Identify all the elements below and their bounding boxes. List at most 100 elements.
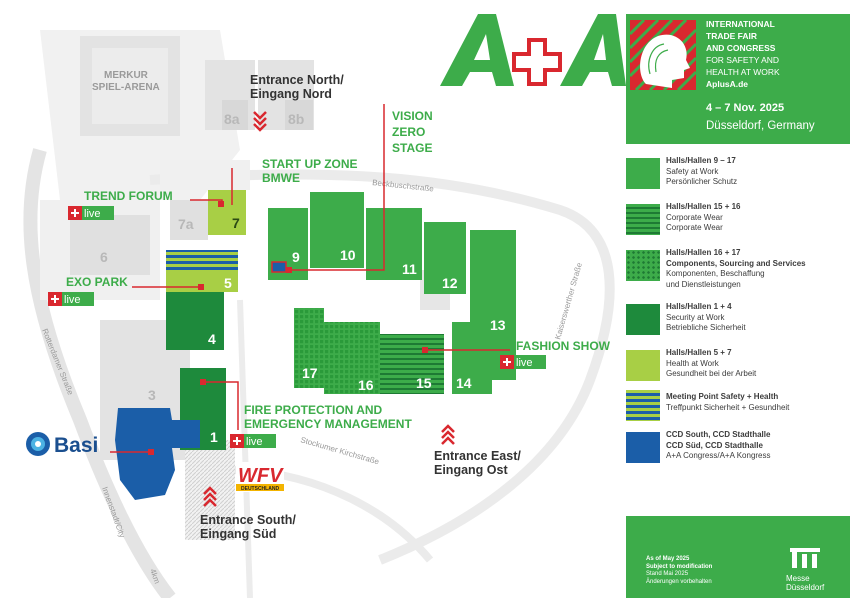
hall-number-1: 1 xyxy=(210,429,218,445)
entrance-chevrons xyxy=(203,111,455,507)
legend-item-components: Halls/Hallen 16 + 17 Components, Sourcin… xyxy=(626,248,850,289)
messe-logo-icon xyxy=(790,548,820,568)
hall-14 xyxy=(452,322,492,394)
wfv-logo: WFV DEUTSCHLAND xyxy=(236,462,284,492)
callout-lines xyxy=(110,104,510,453)
trend-forum-label: TREND FORUM xyxy=(84,189,173,203)
brand-line-1: Messe xyxy=(786,574,810,583)
legend-line-components-1: Components, Sourcing and Services xyxy=(666,258,806,268)
entrance-east-label-1: Entrance East/ xyxy=(434,449,521,463)
footer-panel: As of May 2025 Subject to modification S… xyxy=(626,516,850,598)
legend-swatch-security xyxy=(626,304,660,335)
legend-swatch-corporate-wear xyxy=(626,204,660,235)
legend-item-security: Halls/Hallen 1 + 4 Security at Work Betr… xyxy=(626,302,850,342)
legend-title-corporate-wear: Halls/Hallen 15 + 16 xyxy=(666,202,741,211)
legend-line-safety-2: Persönlicher Schutz xyxy=(666,177,738,186)
street-kaiserswerther: Kaiserswerther Straße xyxy=(553,261,584,341)
legend-item-health: Halls/Hallen 5 + 7 Health at Work Gesund… xyxy=(626,348,850,388)
org-line-1: INTERNATIONAL xyxy=(706,19,775,29)
entrance-north-label-1: Entrance North/ xyxy=(250,73,344,87)
hall-number-13: 13 xyxy=(490,317,506,333)
footer-note-2: Subject to modification xyxy=(646,563,713,570)
callout-dots xyxy=(148,201,428,455)
fire-protection-label-1: FIRE PROTECTION AND xyxy=(244,403,383,417)
legend-title-health: Halls/Hallen 5 + 7 xyxy=(666,348,732,357)
hall-number-12: 12 xyxy=(442,275,458,291)
footer-note-3: Stand Mai 2025 xyxy=(646,571,689,577)
hall-number-8b: 8b xyxy=(288,111,304,127)
live-label-trend: live xyxy=(84,208,101,220)
start-up-zone-label-2: BMWE xyxy=(262,171,300,185)
legend-line-health-1: Health at Work xyxy=(666,358,719,368)
footer-notes: As of May 2025 Subject to modification S… xyxy=(646,556,712,586)
legend-swatch-components xyxy=(626,250,660,281)
halls xyxy=(115,190,516,500)
hall-number-9: 9 xyxy=(292,249,300,265)
org-line-2: TRADE FAIR xyxy=(706,31,757,41)
legend-title-security: Halls/Hallen 1 + 4 xyxy=(666,302,732,311)
organizer-text: INTERNATIONAL TRADE FAIR AND CONGRESS FO… xyxy=(706,18,846,90)
event-city: Düsseldorf, Germany xyxy=(706,120,815,132)
entrance-south-label-2: Eingang Süd xyxy=(200,527,276,541)
org-line-5: HEALTH AT WORK xyxy=(706,67,780,77)
basi-logo: Basi xyxy=(26,432,98,457)
legend-title-meeting-point: Meeting Point Safety + Health xyxy=(666,392,779,401)
legend-line-corporate-wear-1: Corporate Wear xyxy=(666,212,723,222)
live-badge-exo-park: live xyxy=(48,292,94,306)
live-badges: live live live live xyxy=(48,206,546,448)
legend-line-corporate-wear-2: Corporate Wear xyxy=(666,223,723,232)
legend-line-security-2: Betriebliche Sicherheit xyxy=(666,323,746,332)
hall-number-6: 6 xyxy=(100,249,108,265)
hall-number-5: 5 xyxy=(224,275,232,291)
arena-label-1: MERKUR xyxy=(104,70,149,81)
event-dates: 4 – 7 Nov. 2025 xyxy=(706,102,785,114)
website-link[interactable]: AplusA.de xyxy=(706,79,749,89)
hall-number-10: 10 xyxy=(340,247,356,263)
hall-10 xyxy=(310,192,364,268)
legend-swatch-health xyxy=(626,350,660,381)
legend-item-corporate-wear: Halls/Hallen 15 + 16 Corporate Wear Corp… xyxy=(626,202,850,242)
hall-15 xyxy=(380,334,444,394)
basi-wordmark: Basi xyxy=(54,434,98,457)
grey-buildings xyxy=(70,36,450,540)
hall-17 xyxy=(294,308,324,388)
street-stockumer: Stockumer Kirchstraße xyxy=(299,435,380,466)
legend-item-ccd: CCD South, CCD Stadthalle CCD Süd, CCD S… xyxy=(626,430,850,470)
live-badge-trend-forum: live xyxy=(68,206,114,220)
legend-swatch-meeting-point xyxy=(626,390,660,421)
legend-line-components-2: Komponenten, Beschaffung xyxy=(666,269,765,278)
entrance-south-label-1: Entrance South/ xyxy=(200,513,296,527)
legend-line-safety-1: Safety at Work xyxy=(666,166,719,176)
hall-11 xyxy=(366,208,422,280)
legend-item-safety: Halls/Hallen 9 – 17 Safety at Work Persö… xyxy=(626,156,850,196)
footer-note-4: Änderungen vorbehalten xyxy=(646,578,712,585)
legend-item-meeting-point: Meeting Point Safety + Health Treffpunkt… xyxy=(626,388,850,428)
legend-line-components-3: und Dienstleistungen xyxy=(666,279,741,289)
vision-zero-marker xyxy=(271,261,287,273)
live-label-fire: live xyxy=(246,436,263,448)
legend-title-safety: Halls/Hallen 9 – 17 xyxy=(666,156,736,165)
map-labels: Entrance North/ Eingang Nord Entrance Ea… xyxy=(66,73,611,541)
hall-number-4: 4 xyxy=(208,331,216,347)
live-label-fashion: live xyxy=(516,357,533,369)
legend-line-ccd-1: CCD Süd, CCD Stadthalle xyxy=(666,440,763,450)
hall-12 xyxy=(424,222,466,294)
fire-protection-label-2: EMERGENCY MANAGEMENT xyxy=(244,417,412,431)
hall-numbers: 8a 8b 7a 6 3 7 5 4 1 9 10 11 12 13 14 15… xyxy=(100,111,506,445)
exo-park-label: EXO PARK xyxy=(66,275,128,289)
messe-brand: Messe Düsseldorf xyxy=(786,574,824,592)
legend-swatch-safety xyxy=(626,158,660,189)
hall-number-15: 15 xyxy=(416,375,432,391)
hall-4 xyxy=(166,292,224,350)
legend-swatch-ccd xyxy=(626,432,660,463)
legend-title-ccd: CCD South, CCD Stadthalle xyxy=(666,430,771,439)
hall-number-7: 7 xyxy=(232,215,240,231)
hall-number-14: 14 xyxy=(456,375,472,391)
brand-line-2: Düsseldorf xyxy=(786,583,825,592)
legend-line-meeting-point-1: Treffpunkt Sicherheit + Gesundheit xyxy=(666,402,790,412)
org-line-3: AND CONGRESS xyxy=(706,43,776,53)
hall-number-11: 11 xyxy=(402,261,417,277)
legend-line-ccd-2: A+A Congress/A+A Kongress xyxy=(666,451,771,460)
live-badge-fashion: live xyxy=(500,355,546,369)
hall-number-7a: 7a xyxy=(178,216,194,232)
